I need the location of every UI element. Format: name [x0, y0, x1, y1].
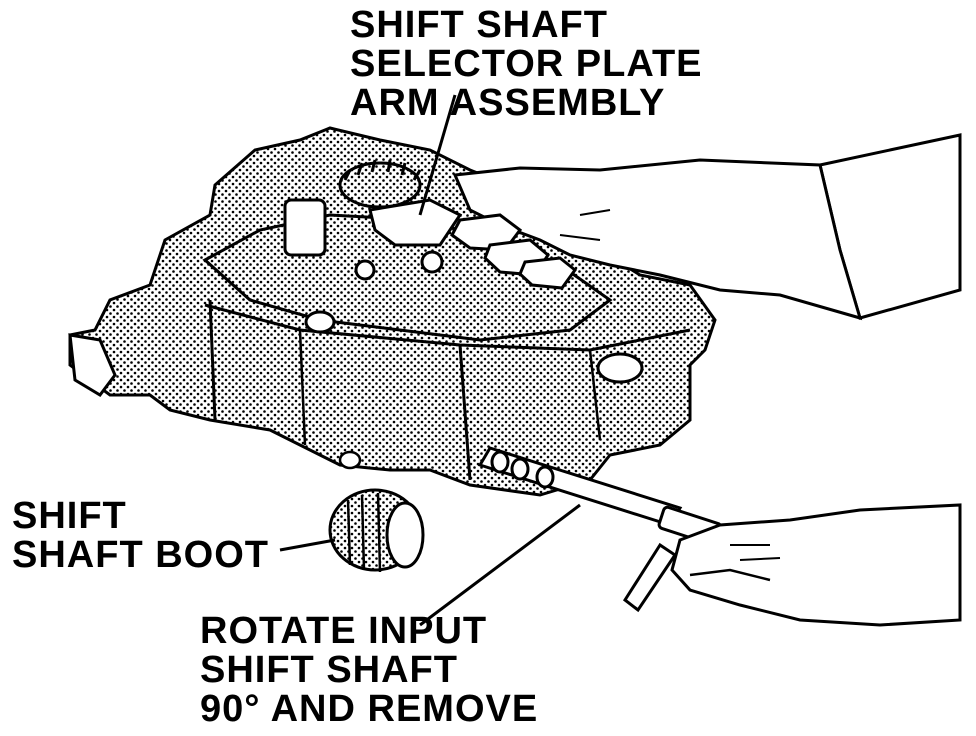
case-rib-4	[588, 349, 602, 441]
finger-3	[518, 256, 578, 290]
case-edge-line	[204, 303, 691, 352]
label-shift-shaft-boot: SHIFT SHAFT BOOT	[12, 497, 269, 575]
selector-bolt-2	[354, 259, 376, 281]
label-line: SELECTOR PLATE	[350, 42, 703, 85]
shaft-spline-3	[535, 465, 555, 489]
label-line: SHIFT SHAFT	[350, 4, 608, 46]
upper-hand-palm	[452, 158, 863, 321]
lower-hand-shape	[670, 503, 962, 627]
shaft-spline-1	[490, 450, 510, 474]
lower-hand-crease	[730, 544, 781, 561]
shaft-spline-2	[510, 457, 530, 481]
boot-end	[385, 501, 425, 569]
leader-rotate	[419, 503, 581, 627]
label-line: ARM ASSEMBLY	[350, 81, 666, 124]
shift-shaft-boot	[328, 488, 425, 573]
lower-hand-thumb	[689, 568, 771, 582]
lower-hand	[670, 503, 962, 627]
hand-crease	[559, 209, 611, 241]
shift-shaft-rod	[477, 446, 683, 527]
case-boss-2	[596, 352, 644, 384]
label-line: 90° AND REMOVE	[200, 687, 539, 730]
upper-hand	[450, 133, 962, 321]
case-pad	[283, 198, 327, 257]
label-line: ROTATE INPUT	[200, 610, 488, 652]
label-line: SHIFT	[12, 495, 127, 537]
leader-selector	[418, 94, 457, 216]
label-line: SHIFT SHAFT	[200, 648, 458, 691]
selector-bolt	[420, 250, 444, 274]
selector-gear	[338, 161, 422, 209]
case-rib-2	[298, 329, 307, 446]
case-boss-3	[338, 450, 362, 470]
label-shift-shaft-selector-plate-arm-assembly: SHIFT SHAFT SELECTOR PLATE ARM ASSEMBLY	[350, 6, 703, 122]
case-boss-1	[304, 310, 336, 334]
shift-shaft-handle	[622, 542, 678, 613]
leader-lines	[279, 94, 581, 627]
leader-boot	[279, 538, 336, 552]
selector-arm	[368, 198, 463, 247]
label-rotate-input-shift-shaft: ROTATE INPUT SHIFT SHAFT 90° AND REMOVE	[200, 612, 538, 728]
case-rib-1	[208, 299, 217, 421]
label-line: SHAFT BOOT	[12, 533, 269, 576]
case-flange	[68, 333, 117, 397]
gear-teeth	[343, 159, 422, 181]
case-rib-3	[458, 344, 472, 481]
boot-ribs	[346, 492, 382, 573]
